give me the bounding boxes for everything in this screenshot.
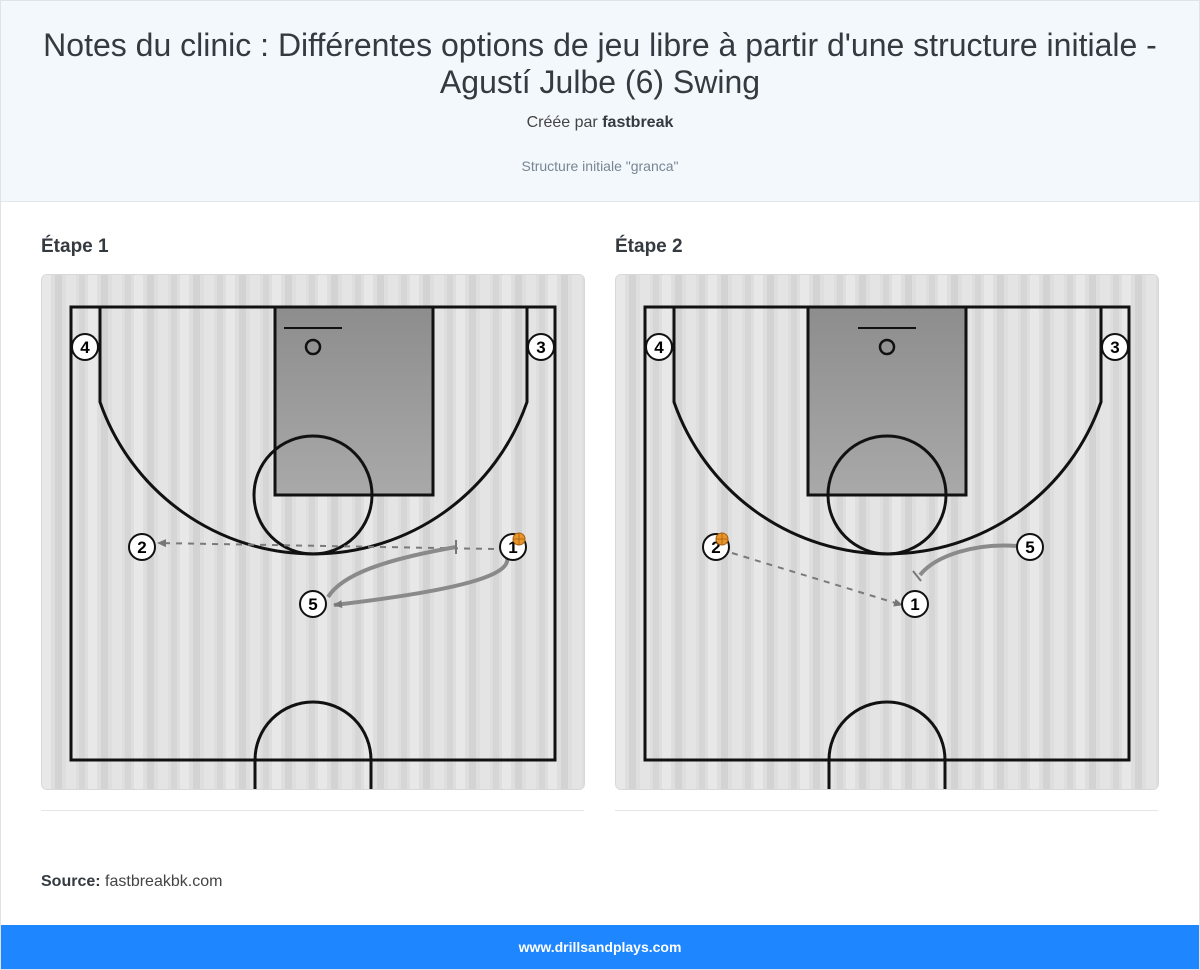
author-line: Créée par fastbreak [1, 114, 1199, 132]
player-5: 5 [1016, 533, 1044, 561]
svg-text:3: 3 [536, 338, 545, 357]
svg-text:4: 4 [80, 338, 90, 357]
step-2-title: Étape 2 [615, 236, 683, 257]
court-2-svg: 4 3 2 5 1 [616, 275, 1158, 789]
author-name[interactable]: fastbreak [602, 114, 674, 131]
basket [878, 338, 896, 356]
page-title: Notes du clinic : Différentes options de… [43, 27, 1157, 100]
site-footer: www.drillsandplays.com [1, 925, 1199, 969]
source-value: fastbreakbk.com [105, 873, 223, 890]
player-4: 4 [71, 333, 99, 361]
svg-text:5: 5 [308, 595, 317, 614]
page-subtitle: Structure initiale "granca" [521, 158, 679, 174]
dribble-path [333, 556, 510, 609]
player-2: 2 [128, 533, 156, 561]
svg-text:5: 5 [1025, 538, 1034, 557]
footer-link[interactable]: www.drillsandplays.com [518, 939, 682, 955]
player-3: 3 [527, 333, 555, 361]
step-1-title: Étape 1 [41, 236, 109, 257]
player-1: 1 [901, 590, 929, 618]
court-1-svg: 4 3 2 1 5 [42, 275, 584, 789]
svg-text:4: 4 [654, 338, 664, 357]
pass-line [157, 539, 495, 550]
basketball-icon [512, 532, 526, 546]
svg-text:2: 2 [711, 538, 720, 557]
source-line: Source: fastbreakbk.com [41, 873, 222, 891]
author-prefix: Créée par [526, 114, 598, 131]
svg-text:3: 3 [1110, 338, 1119, 357]
paint-area [808, 307, 966, 495]
step-2-diagram: 4 3 2 5 1 [615, 274, 1159, 790]
player-3: 3 [1101, 333, 1129, 361]
step-2-divider [615, 810, 1158, 811]
page-header: Notes du clinic : Différentes options de… [1, 1, 1199, 202]
basket [304, 338, 322, 356]
paint-area [275, 307, 433, 495]
player-5: 5 [299, 590, 327, 618]
step-1-diagram: 4 3 2 1 5 [41, 274, 585, 790]
screen-path [918, 543, 1018, 577]
screen-path [326, 545, 457, 599]
step-1-divider [41, 810, 584, 811]
court-lines [643, 305, 1131, 789]
court-lines [69, 305, 557, 789]
svg-text:1: 1 [910, 595, 919, 614]
basketball-icon [715, 532, 729, 546]
player-4: 4 [645, 333, 673, 361]
source-label: Source: [41, 873, 101, 890]
pass-line [731, 552, 903, 607]
svg-text:2: 2 [137, 538, 146, 557]
svg-text:1: 1 [508, 538, 517, 557]
